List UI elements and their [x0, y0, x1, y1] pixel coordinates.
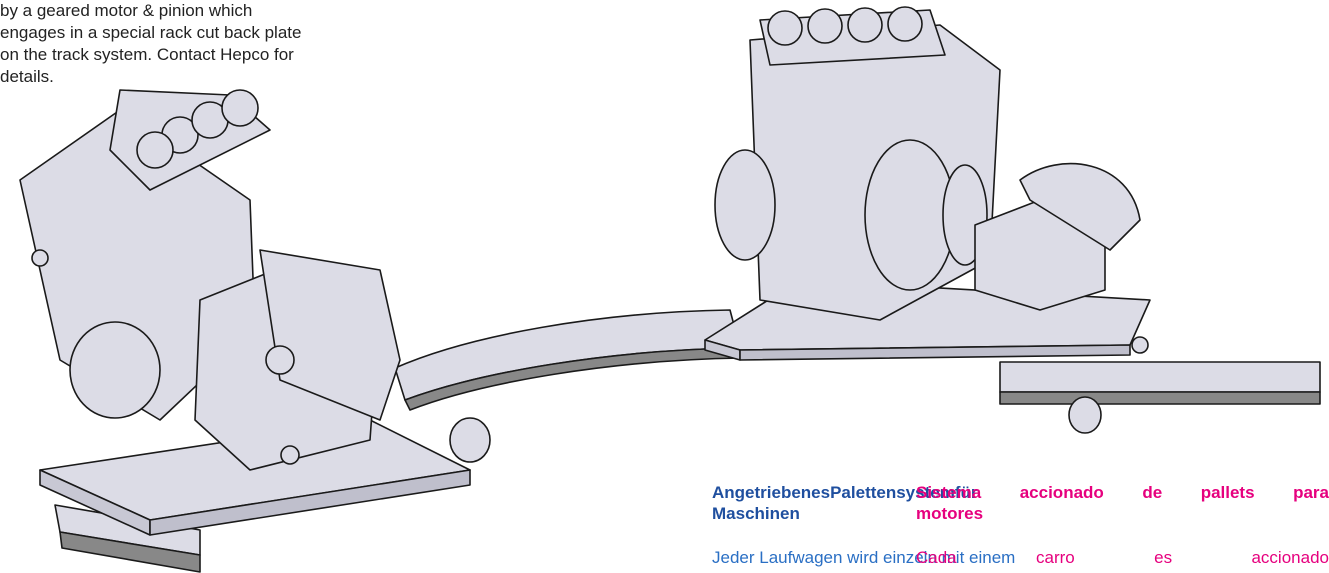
body-word: es: [1154, 548, 1173, 567]
spanish-heading: Sistema accionado de pallets para motore…: [916, 482, 1329, 524]
right-motor-cylinder: [714, 149, 776, 261]
heading-word: Palettensystem: [830, 483, 955, 502]
heading-word: accionado: [1019, 483, 1104, 502]
heading-word: de: [1142, 483, 1163, 502]
spanish-heading-line2: motores: [916, 504, 984, 523]
intro-line: engages in a special rack cut back plate: [0, 23, 302, 42]
intro-line: details.: [0, 67, 54, 86]
heading-word: für: [954, 483, 978, 502]
spanish-heading-line1: Sistema accionado de pallets para: [916, 482, 1329, 503]
body-word: Cada: [916, 548, 957, 567]
heading-word: para: [1293, 483, 1329, 502]
german-heading-line1: Angetriebenes Palettensystem für: [712, 482, 978, 503]
body-word: accionado: [1251, 548, 1329, 567]
rack-right: [999, 391, 1321, 405]
rack-left: [59, 531, 201, 573]
body-word: carro: [1036, 548, 1075, 567]
german-heading-line2: Maschinen: [712, 504, 800, 523]
intro-line: by a geared motor & pinion which: [0, 1, 253, 20]
heading-word: Angetriebenes: [712, 483, 831, 502]
heading-word: Sistema: [916, 483, 982, 502]
heading-word: pallets: [1200, 483, 1255, 502]
intro-line: on the track system. Contact Hepco for: [0, 45, 294, 64]
left-motor-cylinder: [69, 321, 161, 419]
spanish-body: Cada carro es accionado: [916, 547, 1329, 569]
german-body: Jeder Laufwagen wird einzeln mit einem: [712, 548, 1016, 567]
straight-track-right: [999, 361, 1321, 393]
german-heading: Angetriebenes Palettensystem für Maschin…: [712, 482, 978, 524]
intro-paragraph: by a geared motor & pinion which engages…: [0, 0, 320, 88]
